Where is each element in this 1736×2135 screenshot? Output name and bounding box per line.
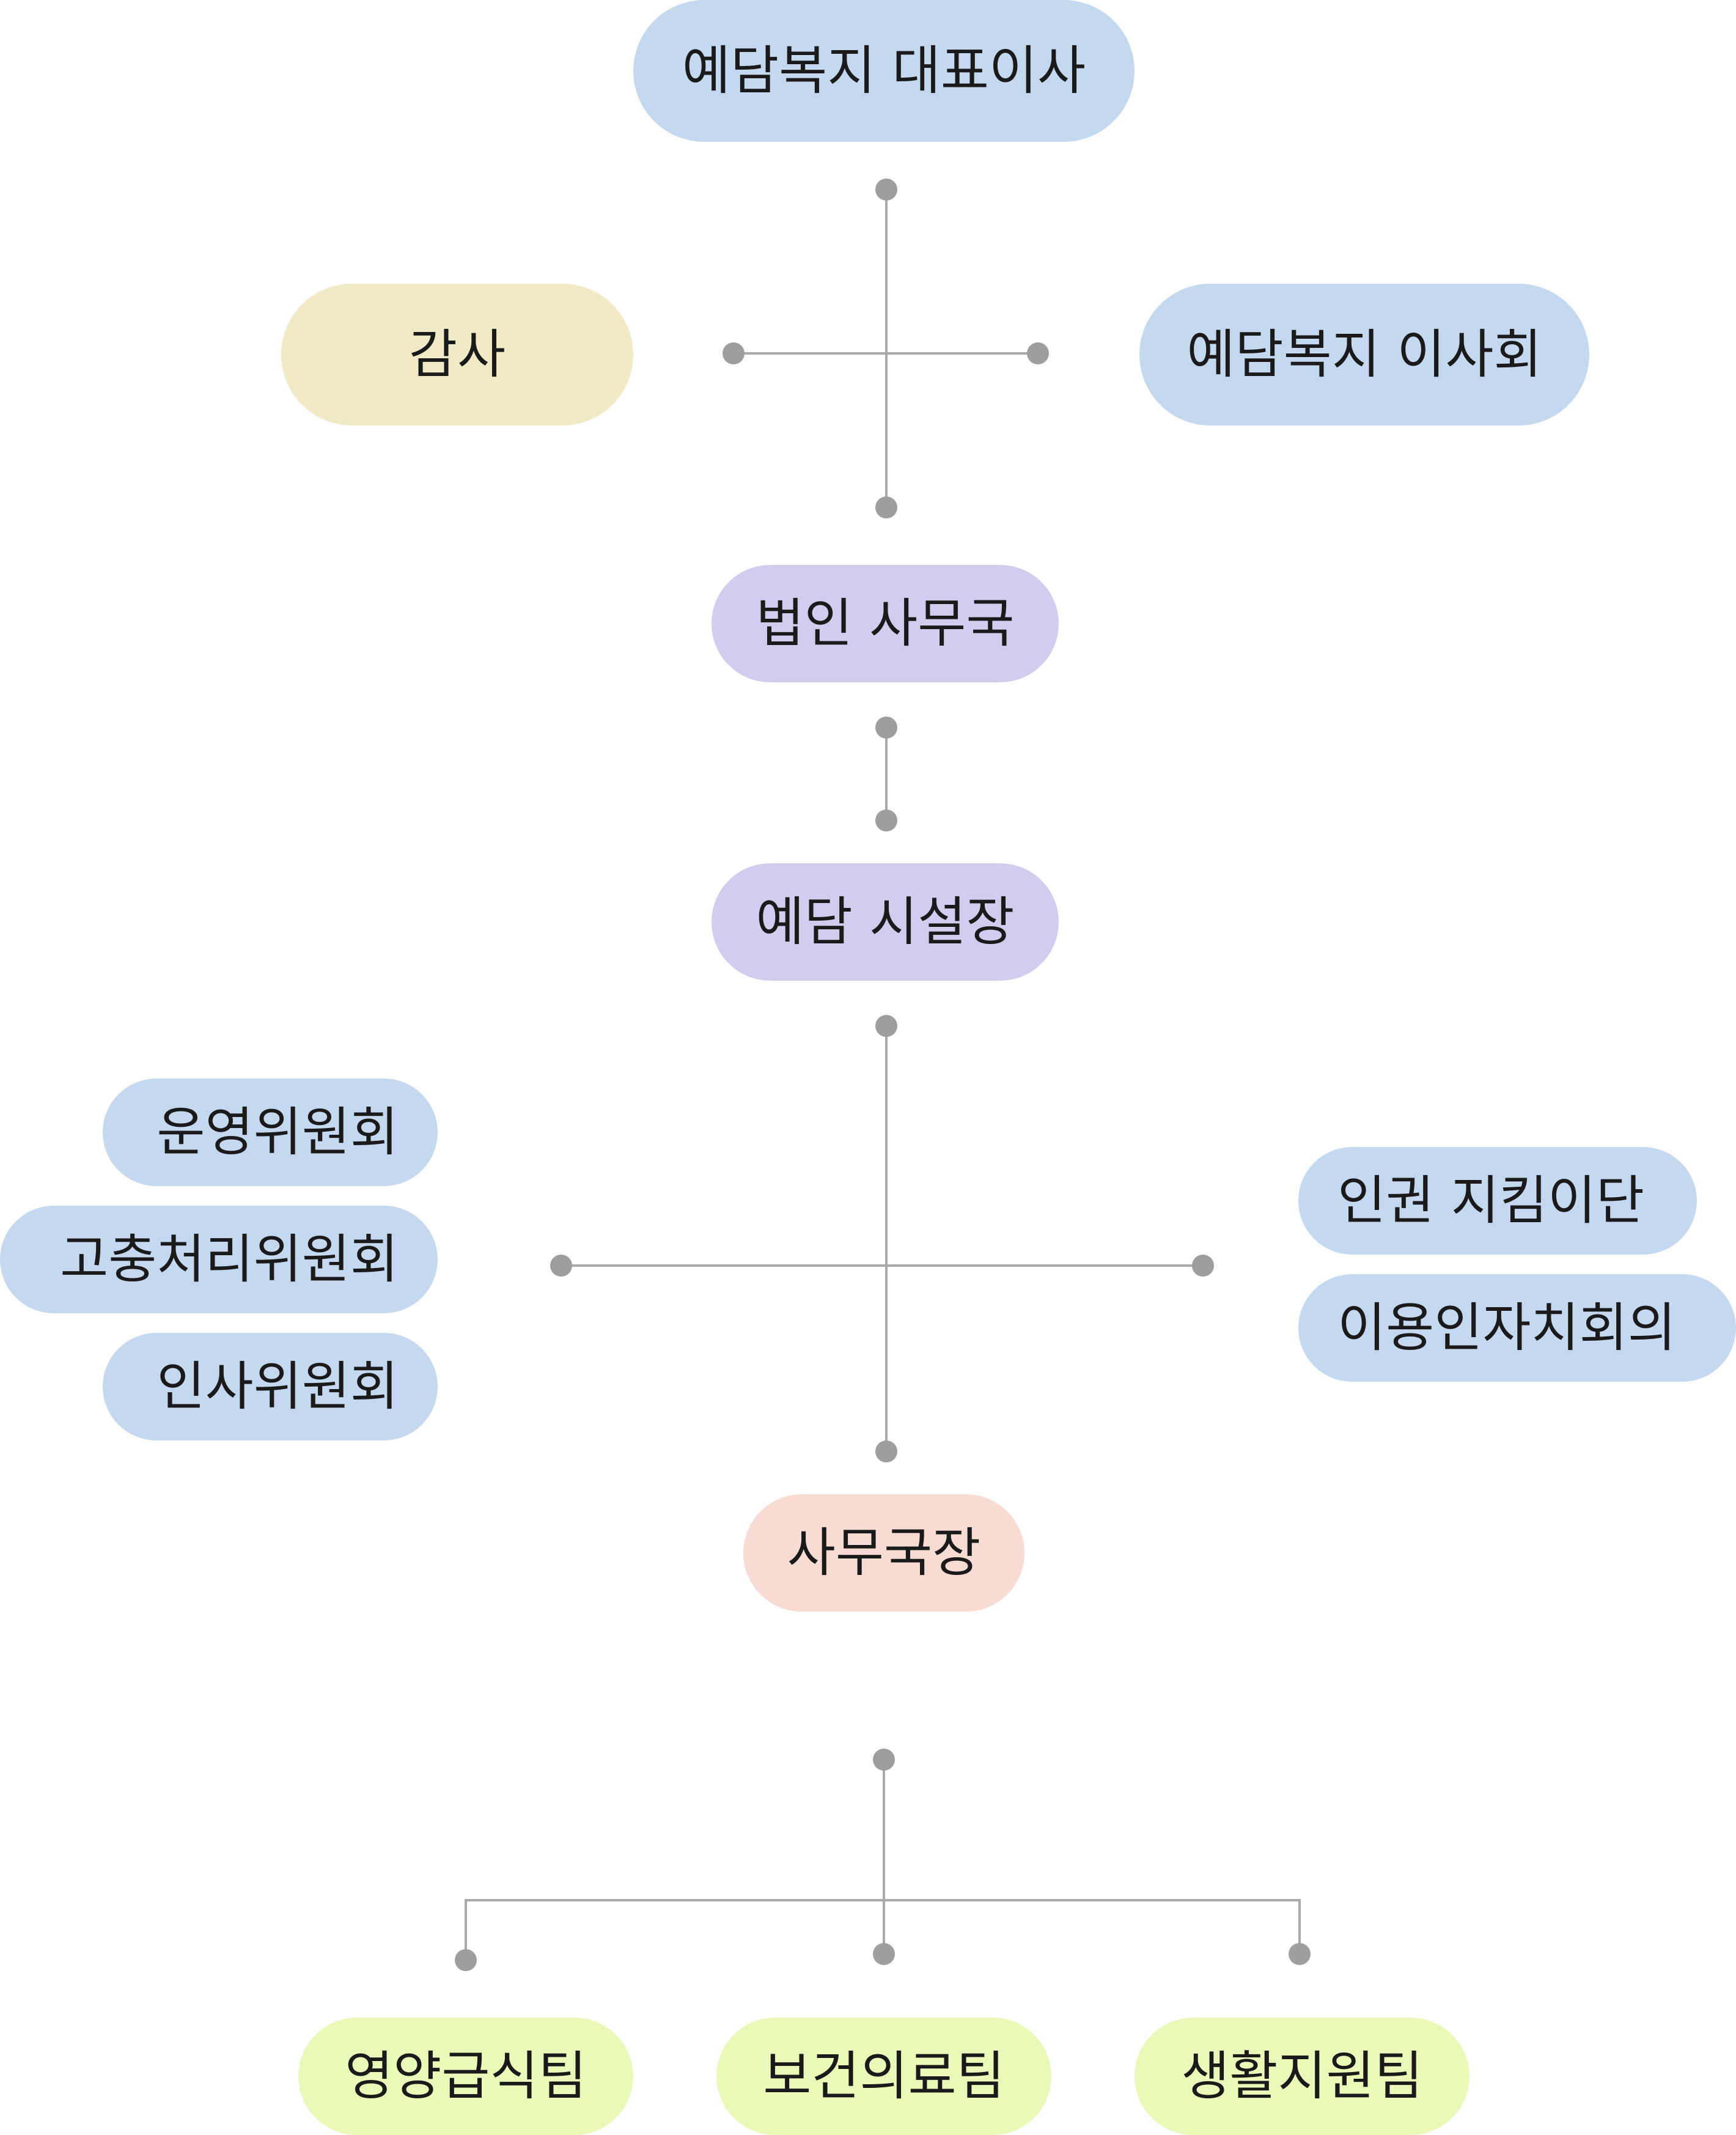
node-board: 예담복지 이사회 <box>1139 284 1589 426</box>
node-board-label: 예담복지 이사회 <box>1186 324 1542 385</box>
node-audit: 감사 <box>281 284 633 426</box>
node-facility-head: 예담 시설장 <box>712 863 1059 981</box>
node-personnel-committee-label: 인사위원회 <box>156 1356 399 1417</box>
connector-dot <box>723 342 745 364</box>
connector-dot <box>1289 1943 1311 1965</box>
node-human-rights-group-label: 인권 지킴이단 <box>1337 1170 1645 1231</box>
node-corporate-office-label: 법인 사무국 <box>756 593 1015 654</box>
node-ceo: 예담복지 대표이사 <box>633 0 1135 142</box>
connector-dot <box>875 1015 897 1037</box>
node-human-rights-group: 인권 지킴이단 <box>1298 1147 1697 1255</box>
node-user-council: 이용인자치회의 <box>1298 1274 1736 1382</box>
node-audit-label: 감사 <box>408 324 506 385</box>
connector-dot <box>875 496 897 518</box>
node-grievance-committee: 고충처리위원회 <box>0 1206 438 1313</box>
node-operating-committee: 운영위원회 <box>103 1079 438 1186</box>
connector-dot <box>875 179 897 201</box>
connector-dot <box>1027 342 1049 364</box>
node-life-support-team-label: 생활지원팀 <box>1181 2046 1423 2107</box>
node-nutrition-team: 영양급식팀 <box>298 2018 633 2135</box>
node-nutrition-team-label: 영양급식팀 <box>345 2046 587 2107</box>
node-office-manager: 사무국장 <box>743 1494 1024 1612</box>
connector-dot <box>875 1440 897 1462</box>
node-personnel-committee: 인사위원회 <box>103 1333 438 1440</box>
node-ceo-label: 예담복지 대표이사 <box>682 40 1086 101</box>
node-grievance-committee-label: 고충처리위원회 <box>60 1229 399 1290</box>
node-corporate-office: 법인 사무국 <box>712 565 1059 682</box>
node-operating-committee-label: 운영위원회 <box>156 1102 399 1163</box>
connector-dot <box>455 1949 477 1971</box>
connector-dot <box>1192 1255 1214 1277</box>
connector-dot <box>550 1255 572 1277</box>
node-life-support-team: 생활지원팀 <box>1135 2018 1469 2135</box>
connector-dot <box>873 1943 895 1965</box>
connector-dot <box>875 717 897 739</box>
node-facility-head-label: 예담 시설장 <box>756 891 1015 953</box>
node-user-council-label: 이용인자치회의 <box>1337 1297 1676 1359</box>
connector-dot <box>875 809 897 832</box>
node-health-team: 보건의료팀 <box>716 2018 1051 2135</box>
node-health-team-label: 보건의료팀 <box>763 2046 1005 2107</box>
connector-dot <box>873 1749 895 1771</box>
node-office-manager-label: 사무국장 <box>787 1522 981 1584</box>
